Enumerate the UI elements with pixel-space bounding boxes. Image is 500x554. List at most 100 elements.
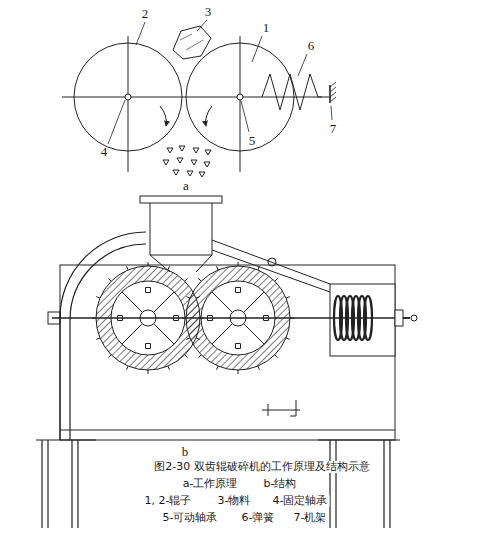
roller-detail [236, 288, 241, 293]
frame-leg [318, 439, 400, 440]
roller-detail [154, 324, 175, 345]
crushed-particle [193, 148, 199, 153]
roller-detail [186, 338, 190, 340]
roller-detail [275, 355, 278, 358]
caption-key: 4-固定轴承 [271, 495, 330, 507]
roller-detail [122, 292, 143, 313]
frame-leg [71, 440, 72, 528]
crushed-particle [205, 150, 211, 155]
adjust-nut [395, 310, 403, 326]
leader-line [136, 22, 145, 45]
roller-detail [154, 292, 175, 313]
callout-number: 2 [142, 7, 149, 21]
roller-detail [148, 262, 149, 266]
leader-line [241, 101, 249, 132]
roller-detail [236, 344, 241, 349]
roller-detail [96, 297, 100, 299]
frame-body [60, 265, 395, 440]
spring-zigzag [262, 74, 330, 110]
roller-circle [186, 43, 294, 151]
leader-line [108, 20, 332, 144]
hopper [150, 255, 212, 256]
callout-number: 3 [205, 5, 212, 19]
roller-detail [212, 324, 233, 345]
roller-detail [108, 278, 111, 281]
roller-detail [196, 338, 200, 340]
leader-line [197, 20, 207, 31]
frame-leg [36, 439, 96, 440]
frame-leg [335, 440, 336, 528]
roller-detail [168, 266, 170, 270]
roller-detail [146, 288, 151, 293]
bolt-end [411, 315, 417, 321]
roller-detail [238, 370, 239, 374]
subfigure-letter: b [182, 445, 189, 459]
callout-number: 6 [308, 39, 315, 53]
roller-circle [74, 43, 182, 151]
hopper [150, 203, 212, 272]
roller-detail [127, 266, 129, 270]
roller-detail [212, 292, 233, 313]
frame-wall [329, 85, 331, 103]
frame-hatching [330, 82, 336, 102]
figure-caption: 图2-30 双齿辊破碎机的工作原理及结构示意 [152, 461, 371, 473]
roller-detail [186, 297, 190, 299]
shaft-end [48, 312, 60, 324]
caption-key: 6-弹簧 [240, 512, 277, 524]
shaft [52, 317, 410, 318]
roller-detail [217, 366, 219, 370]
leader-line [108, 100, 125, 144]
caption-key: 7-机架 [292, 512, 329, 524]
rotation-arrow [206, 106, 212, 126]
crushed-particle [204, 162, 210, 167]
subfigure-letter: a [183, 179, 189, 193]
roller-detail [286, 297, 290, 299]
roller-detail [108, 355, 111, 358]
roller-detail [244, 292, 265, 313]
caption-key: a-工作原理 [181, 478, 240, 490]
base-plate [60, 430, 395, 431]
roller-detail [148, 370, 149, 374]
roller-detail [198, 278, 201, 281]
center-line [240, 36, 241, 172]
leader-line [331, 106, 332, 120]
roller-detail [196, 297, 200, 299]
leader-line [298, 54, 307, 76]
principle-sketch [62, 20, 336, 177]
frame-leg [77, 440, 78, 528]
crushed-particle [163, 160, 169, 165]
crushed-particle [179, 146, 185, 151]
callout-number: 5 [249, 134, 256, 148]
crushed-particle [191, 160, 197, 165]
roller-detail [258, 266, 260, 270]
crushed-particle [173, 170, 179, 175]
roller-detail [185, 355, 188, 358]
material-lump [173, 26, 211, 59]
roller-detail [185, 278, 188, 281]
roller-detail [146, 344, 151, 349]
frame-leg [329, 440, 330, 528]
roller-detail [198, 355, 201, 358]
spring-housing [330, 284, 395, 356]
frame-leg [41, 440, 42, 528]
roller-detail [258, 366, 260, 370]
callout-number: 1 [263, 21, 270, 35]
roller-detail [238, 262, 239, 266]
rotation-arrow [160, 106, 166, 126]
roller-detail [127, 366, 129, 370]
crushed-particle [199, 172, 205, 177]
hopper-flange [140, 196, 222, 203]
frame-leg [36, 440, 400, 528]
structure-drawing [36, 196, 417, 528]
material-lump [180, 34, 203, 50]
roller-detail [286, 338, 290, 340]
frame-leg [47, 440, 48, 528]
caption-key: 3-物料 [216, 495, 253, 507]
roller-detail [275, 278, 278, 281]
center-line [128, 36, 129, 172]
roller-detail [168, 366, 170, 370]
callout-number: 4 [101, 145, 108, 159]
crushed-particle [187, 171, 193, 176]
